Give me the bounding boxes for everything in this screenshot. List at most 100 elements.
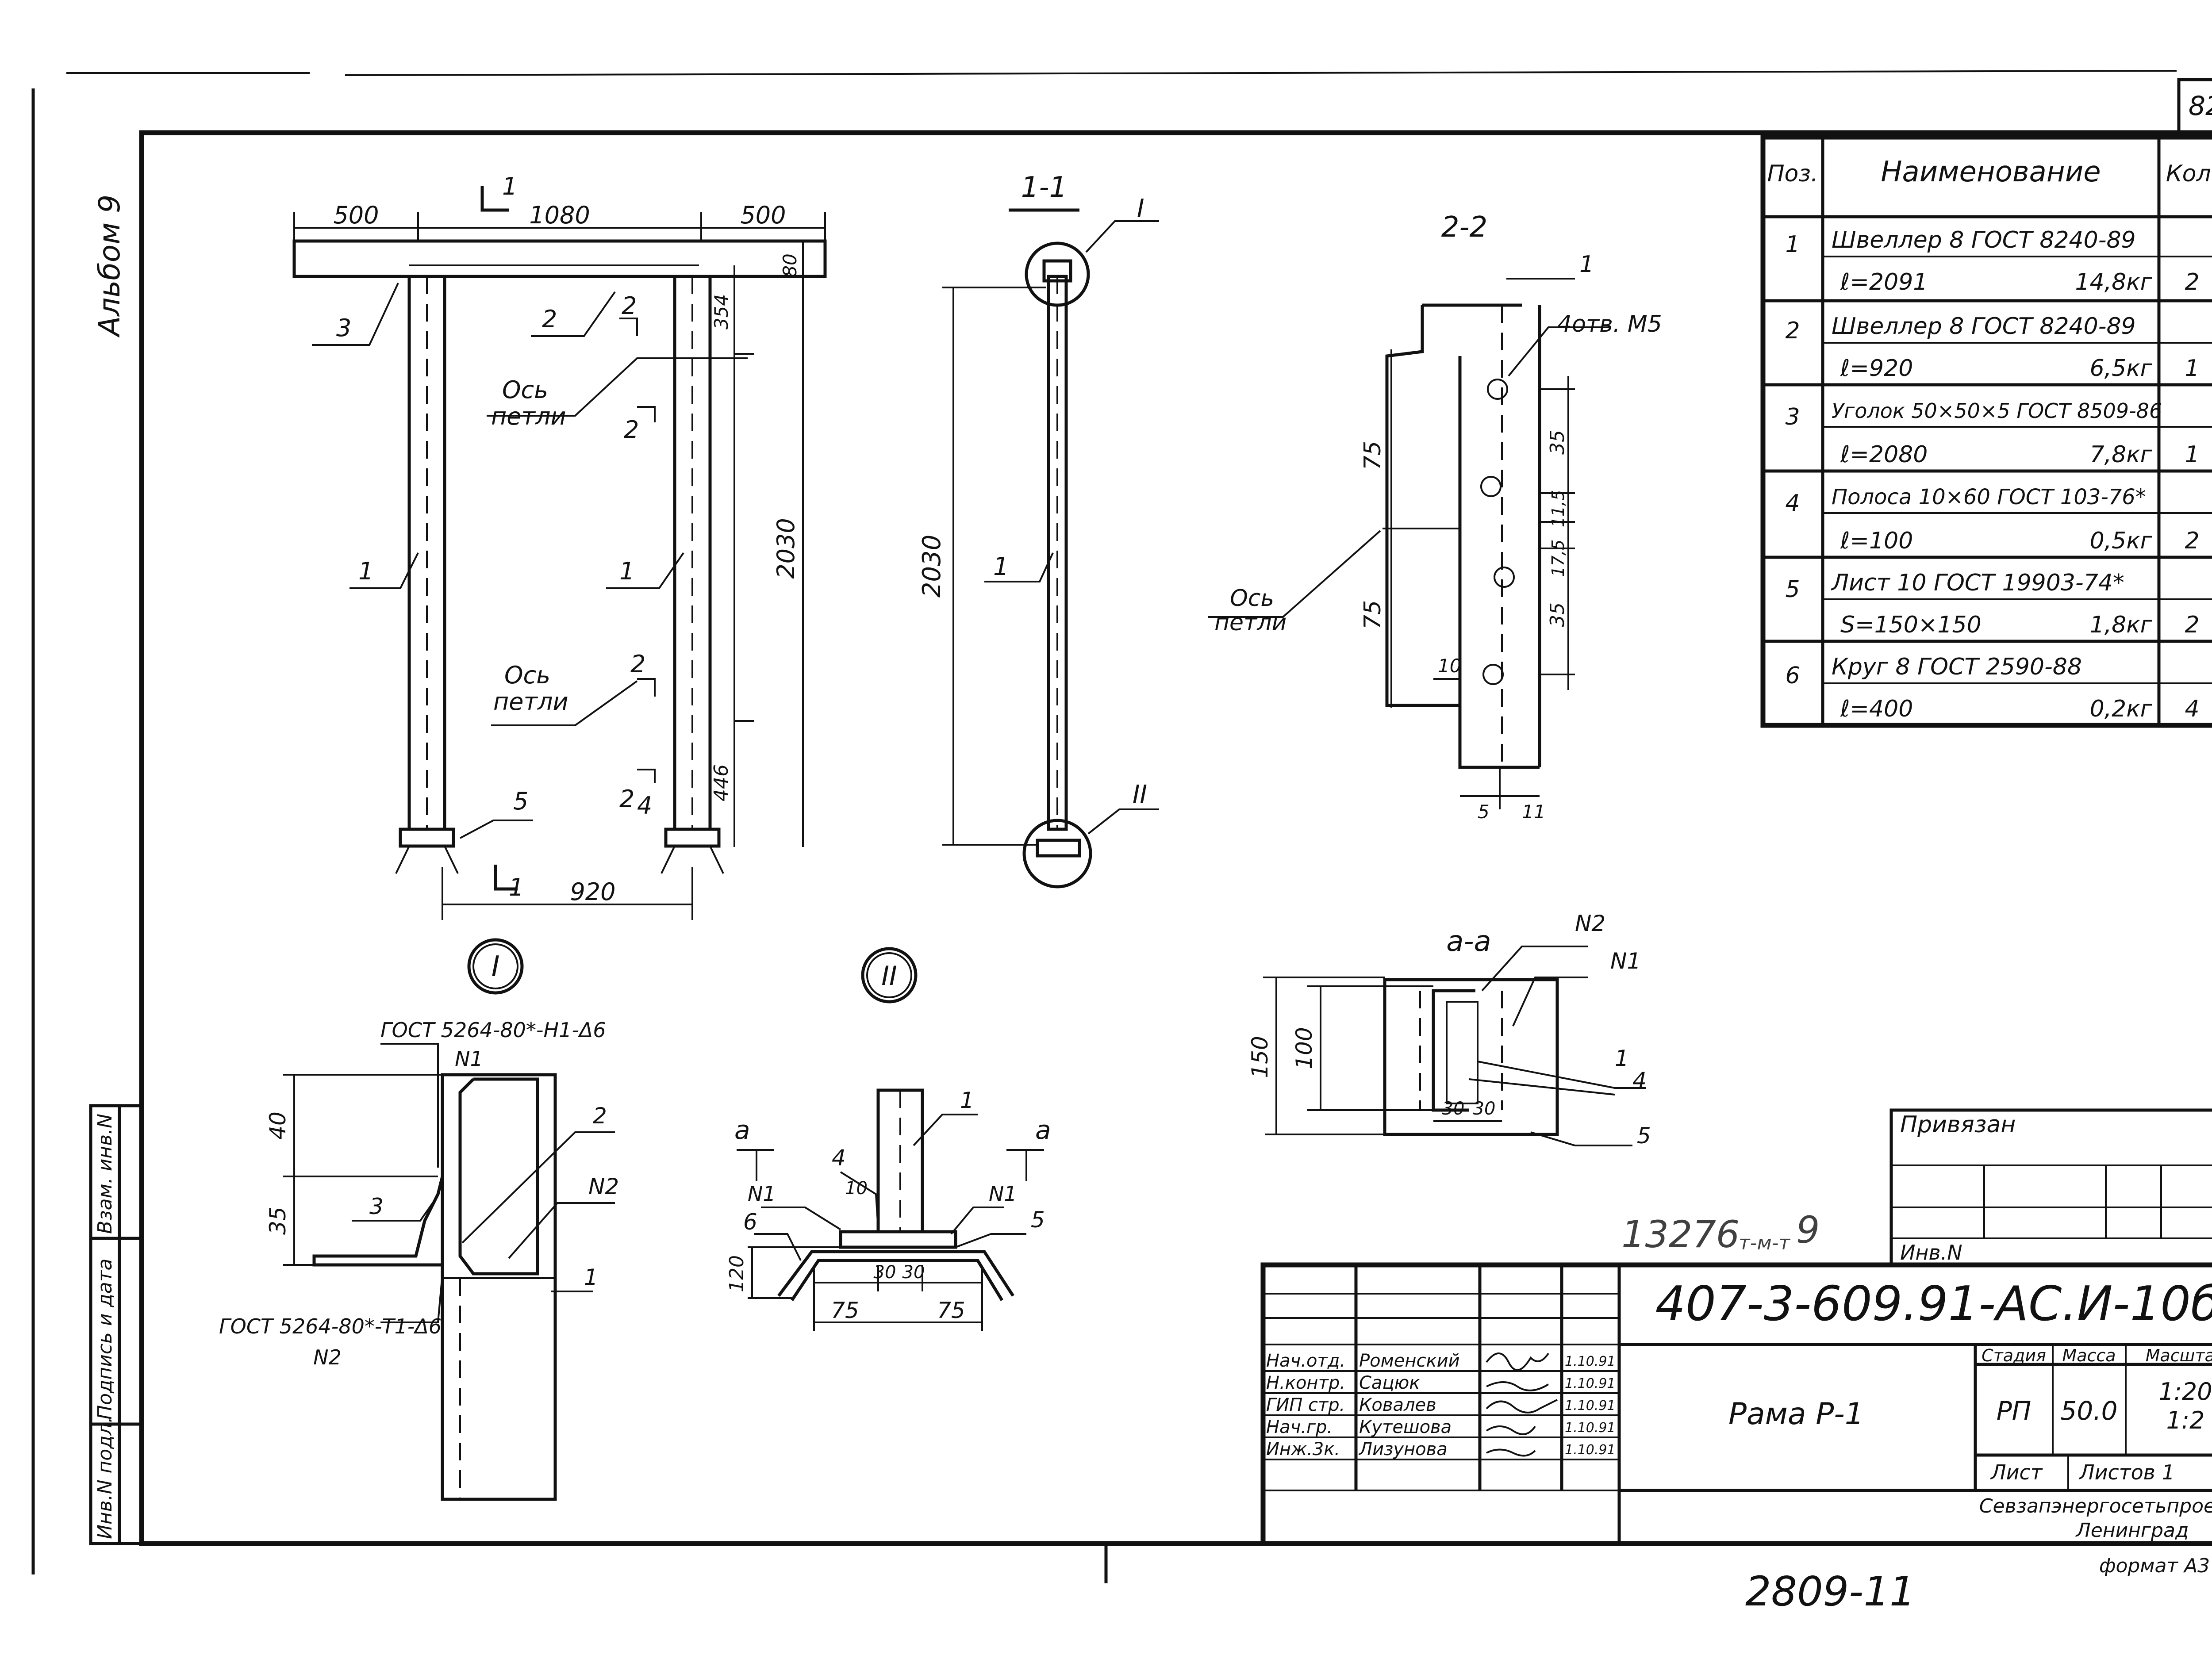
spec-row-3-length: ℓ=2080	[1840, 441, 1928, 468]
dim-2030-frame: 2030	[772, 518, 800, 578]
spec-row-1-mass: 14,8кг	[2075, 269, 2152, 295]
organization-line-2: Ленинград	[2075, 1519, 2189, 1542]
node-II-marker: II	[881, 961, 897, 992]
node-II-dim-10: 10	[845, 1178, 868, 1199]
label-axis-loop-bottom-1: Ось	[504, 661, 550, 689]
side-stamp	[89, 1104, 143, 1545]
section-2-2-axis-1: Ось	[1230, 585, 1274, 612]
section-2-2-title: 2-2	[1441, 211, 1488, 244]
node-I-weld-top-n: N1	[455, 1047, 483, 1071]
spec-row-5-pos: 5	[1785, 576, 1800, 603]
label-pos1-left: 1	[358, 557, 373, 585]
sig-1-name: Роменский	[1359, 1351, 1460, 1371]
dim-500-right: 500	[740, 201, 786, 229]
label-axis-loop-bottom-2: петли	[493, 688, 568, 716]
section-2-2-axis-2: петли	[1214, 609, 1286, 636]
stage-value: РП	[1997, 1396, 2032, 1426]
organization-line-1: СевзапэнергосетьпроеКТ	[1979, 1495, 2212, 1517]
label-pos5: 5	[513, 787, 528, 815]
node-I-pos1: 1	[584, 1264, 598, 1290]
spec-row-2-qty: 1	[2185, 355, 2199, 382]
spec-row-2-mass: 6,5кг	[2090, 355, 2153, 382]
spec-row-5-length: S=150×150	[1840, 612, 1982, 638]
spec-row-2-name: Швеллер 8 ГОСТ 8240-89	[1832, 313, 2136, 340]
section-2-2-dim-35a: 35	[1546, 430, 1569, 455]
sig-4-name: Кутешова	[1359, 1417, 1452, 1437]
node-II-pos4: 4	[832, 1145, 846, 1171]
sig-3-role: ГИП стр.	[1266, 1395, 1345, 1415]
node-II-pos5: 5	[1031, 1207, 1045, 1233]
inventory-digit: 9	[1796, 1208, 1820, 1252]
mass-value: 50.0	[2060, 1396, 2117, 1426]
section-a-a-dim-150: 150	[1247, 1036, 1273, 1078]
section-mark-2-b: 2	[624, 416, 639, 444]
sig-4-date: 1.10.91	[1565, 1420, 1616, 1436]
inv-no-label: Инв.N	[1900, 1241, 1962, 1264]
label-pos1-right: 1	[619, 557, 634, 585]
spec-header-qty: Кол.	[2166, 161, 2212, 187]
spec-header-pos: Поз.	[1767, 161, 1818, 187]
node-I-weld-top: ГОСТ 5264-80*-Н1-Δ6	[380, 1018, 606, 1042]
node-II-dim-30b: 30	[902, 1262, 925, 1283]
section-a-a-pos5: 5	[1637, 1123, 1651, 1149]
spec-header-name: Наименование	[1881, 156, 2101, 188]
node-I-pos2: 2	[593, 1103, 607, 1129]
node-I-marker: I	[492, 950, 500, 983]
label-pos4-bottom: 4	[637, 792, 652, 820]
node-I-dim-40: 40	[265, 1111, 291, 1140]
spec-row-1-pos: 1	[1785, 231, 1800, 258]
section-2-2-dim-35b: 35	[1546, 602, 1569, 627]
side-stamp-inv-original: Инв.N подл.	[94, 1417, 116, 1539]
section-2-2	[1208, 278, 1610, 809]
sheets-total: Листов 1	[2078, 1460, 2175, 1484]
spec-row-5-name: Лист 10 ГОСТ 19903-74*	[1831, 570, 2124, 596]
section-1-1	[942, 208, 1159, 889]
spec-table: Поз. Наименование Кол. 1 Швеллер 8 ГОСТ …	[1767, 156, 2212, 722]
frame-elevation	[292, 186, 827, 920]
spec-row-3-mass: 7,8кг	[2090, 441, 2153, 468]
node-I-pos3: 3	[369, 1194, 384, 1219]
sig-2-role: Н.контр.	[1266, 1373, 1345, 1393]
spec-row-5-qty: 2	[2185, 612, 2199, 638]
inventory-number: 13276	[1621, 1213, 1740, 1256]
album-label: Альбом 9	[92, 195, 127, 338]
section-a-a	[1263, 946, 1646, 1146]
col-scale-header: Масштаб	[2146, 1346, 2212, 1365]
section-a-a-pos1: 1	[1615, 1046, 1629, 1071]
section-1-1-title: 1-1	[1021, 171, 1068, 204]
spec-row-4-qty: 2	[2185, 528, 2199, 554]
section-1-1-pos1: 1	[993, 552, 1009, 581]
spec-row-2-length: ℓ=920	[1840, 355, 1913, 382]
label-axis-loop-top-2: петли	[491, 402, 566, 430]
node-I-weld-bottom-n: N2	[313, 1345, 342, 1369]
sig-2-name: Сацюк	[1359, 1373, 1420, 1393]
page-number: 82	[2189, 91, 2212, 122]
section-a-a-dim-30b: 30	[1473, 1099, 1496, 1119]
node-I-marker-circle	[467, 938, 524, 995]
spec-row-2-pos: 2	[1785, 318, 1800, 344]
node-II-n1-left: N1	[748, 1182, 776, 1206]
node-II	[737, 947, 1044, 1331]
sig-5-role: Инж.3к.	[1266, 1439, 1340, 1459]
spec-row-6-length: ℓ=400	[1840, 696, 1913, 722]
spec-row-6-pos: 6	[1785, 663, 1800, 689]
section-mark-2-c: 2	[630, 650, 645, 678]
section-a-a-dim-100: 100	[1291, 1027, 1317, 1069]
spec-row-3-qty: 1	[2185, 441, 2199, 468]
dim-446: 446	[710, 764, 733, 801]
section-a-a-title: а-а	[1446, 925, 1491, 958]
sig-2-date: 1.10.91	[1565, 1376, 1616, 1391]
drawing-code: 407-3-609.91-АС.И-10б	[1655, 1276, 2212, 1332]
section-2-2-labels: 2-2 1 4отв. М5 75 75 35 11,5 17,5 35 10 …	[1214, 211, 1662, 823]
node-II-labels: II а а 1 4 10 N1 N1 6 5 120 30 30 75 75	[726, 961, 1051, 1323]
bound-label: Привязан	[1900, 1111, 2016, 1138]
spec-row-4-name: Полоса 10×60 ГОСТ 103-76*	[1832, 485, 2146, 509]
node-II-n1-right: N1	[989, 1182, 1017, 1206]
sig-5-name: Лизунова	[1358, 1439, 1448, 1459]
section-a-a-labels: а-а N2 N1 1 4 5 150 100 30 30	[1247, 911, 1651, 1149]
sheet-format: формат А3	[2099, 1555, 2210, 1577]
drawing-title: Рама Р-1	[1728, 1397, 1864, 1432]
spec-row-3-name: Уголок 50×50×5 ГОСТ 8509-86	[1832, 399, 2162, 423]
spec-row-1-qty: 2	[2185, 269, 2199, 295]
section-a-a-n2: N2	[1575, 911, 1605, 936]
